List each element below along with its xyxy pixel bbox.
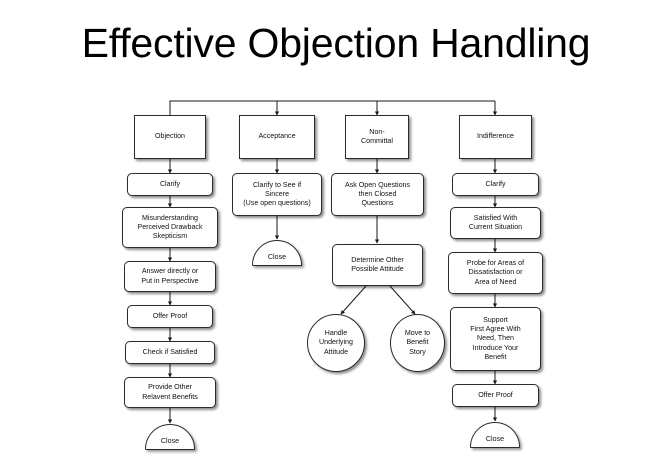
node-noncommittal-header[interactable]: Non- Committal	[345, 115, 409, 159]
node-noncommittal-ask-questions[interactable]: Ask Open Questions then Closed Questions	[331, 173, 424, 216]
node-indifference-probe[interactable]: Probe for Areas of Dissatisfaction or Ar…	[448, 252, 543, 294]
node-label: Answer directly or Put in Perspective	[141, 267, 199, 285]
node-indifference-clarify[interactable]: Clarify	[452, 173, 539, 196]
node-label: Indifference	[477, 132, 514, 141]
node-indifference-offer-proof[interactable]: Offer Proof	[452, 384, 539, 407]
node-noncommittal-move-benefit[interactable]: Move to Benefit Story	[390, 314, 445, 372]
node-label: Handle Underlying Attitude	[319, 329, 353, 356]
connector-bus	[169, 100, 495, 115]
node-objection-clarify[interactable]: Clarify	[127, 173, 213, 196]
node-objection-header[interactable]: Objection	[134, 115, 206, 159]
node-objection-types[interactable]: Misunderstanding Perceived Drawback Skep…	[122, 207, 218, 248]
node-objection-offer-proof[interactable]: Offer Proof	[127, 305, 213, 328]
connector-nc-branch-right	[389, 285, 416, 315]
node-label: Offer Proof	[152, 311, 188, 320]
node-acceptance-clarify-sincere[interactable]: Clarify to See if Sincere (Use open ques…	[232, 173, 322, 216]
node-label: Probe for Areas of Dissatisfaction or Ar…	[466, 259, 525, 286]
node-label: Satisfied With Current Situation	[468, 213, 523, 231]
node-indifference-header[interactable]: Indifference	[459, 115, 532, 159]
node-label: Provide Other Relavent Benefits	[142, 383, 198, 401]
node-objection-close[interactable]: Close	[145, 424, 195, 450]
node-label: Acceptance	[258, 132, 296, 141]
node-objection-check-satisfied[interactable]: Check if Satisfied	[125, 341, 215, 364]
page-title: Effective Objection Handling	[81, 20, 591, 66]
node-objection-provide-benefits[interactable]: Provide Other Relavent Benefits	[124, 377, 216, 408]
node-label: Support First Agree With Need, Then Intr…	[470, 316, 521, 361]
node-indifference-satisfied[interactable]: Satisfied With Current Situation	[450, 207, 541, 239]
node-label: Objection	[155, 132, 185, 141]
node-label: Close	[485, 434, 505, 443]
node-noncommittal-determine-attitude[interactable]: Determine Other Possible Attitude	[332, 244, 423, 286]
node-objection-answer[interactable]: Answer directly or Put in Perspective	[124, 261, 216, 292]
node-label: Close	[160, 436, 180, 445]
node-label: Misunderstanding Perceived Drawback Skep…	[137, 213, 203, 241]
node-acceptance-header[interactable]: Acceptance	[239, 115, 315, 159]
node-label: Move to Benefit Story	[404, 329, 431, 356]
node-noncommittal-handle-attitude[interactable]: Handle Underlying Attitude	[307, 314, 365, 372]
node-acceptance-close[interactable]: Close	[252, 240, 302, 266]
node-label: Clarify	[159, 179, 181, 188]
node-label: Close	[267, 252, 287, 261]
node-label: Non- Committal	[361, 127, 393, 145]
connector-nc-branch-left	[340, 285, 367, 315]
node-indifference-close[interactable]: Close	[470, 422, 520, 448]
node-label: Clarify to See if Sincere (Use open ques…	[243, 180, 311, 208]
node-label: Offer Proof	[478, 390, 513, 399]
node-label: Check if Satisfied	[142, 347, 198, 356]
node-label: Ask Open Questions then Closed Questions	[344, 180, 411, 208]
node-label: Determine Other Possible Attitude	[351, 255, 404, 273]
node-indifference-support[interactable]: Support First Agree With Need, Then Intr…	[450, 307, 541, 371]
node-label: Clarify	[485, 179, 506, 188]
